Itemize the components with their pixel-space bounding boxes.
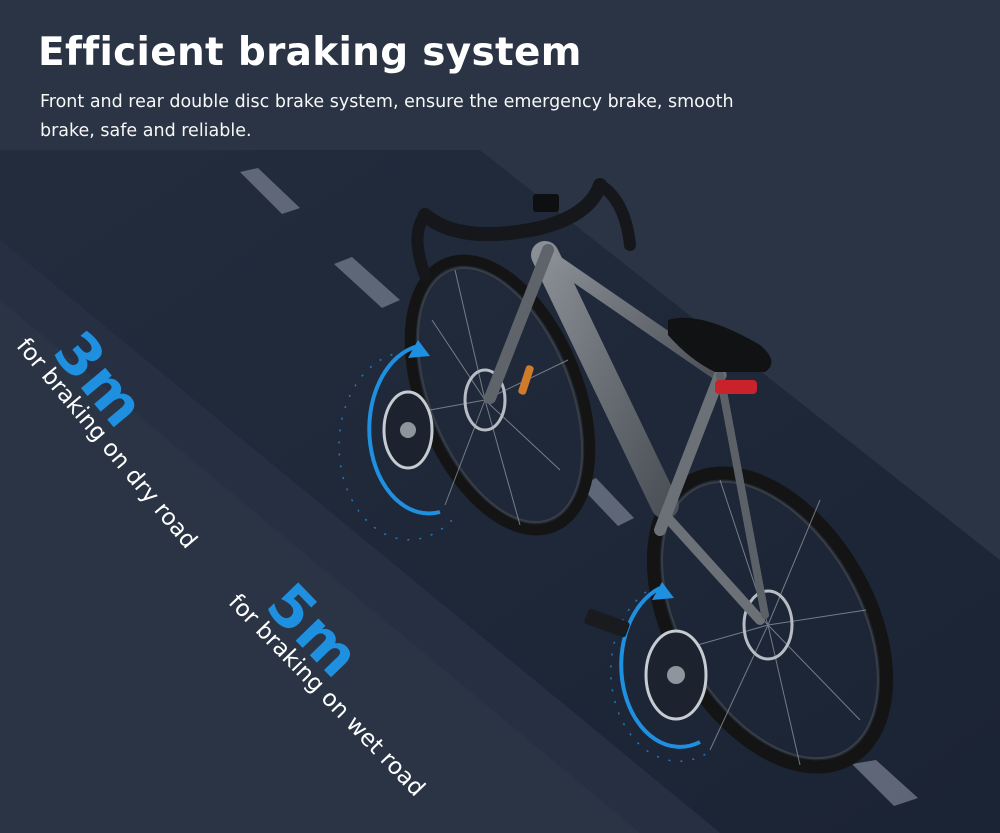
page-subtitle: Front and rear double disc brake system,… bbox=[40, 92, 734, 141]
page-header: Efficient braking system Front and rear … bbox=[38, 30, 960, 146]
page-title: Efficient braking system bbox=[38, 30, 582, 75]
handlebar bbox=[411, 178, 636, 281]
road bbox=[0, 150, 1000, 833]
front-brake-indicator bbox=[338, 340, 453, 541]
road-edge bbox=[0, 240, 720, 833]
bike-frame bbox=[484, 241, 769, 625]
lane-markings bbox=[240, 168, 918, 806]
pedal bbox=[584, 608, 630, 638]
saddle bbox=[668, 317, 772, 372]
brake-lever bbox=[518, 365, 534, 395]
rear-brake-indicator bbox=[610, 582, 713, 763]
tail-light bbox=[715, 380, 757, 394]
